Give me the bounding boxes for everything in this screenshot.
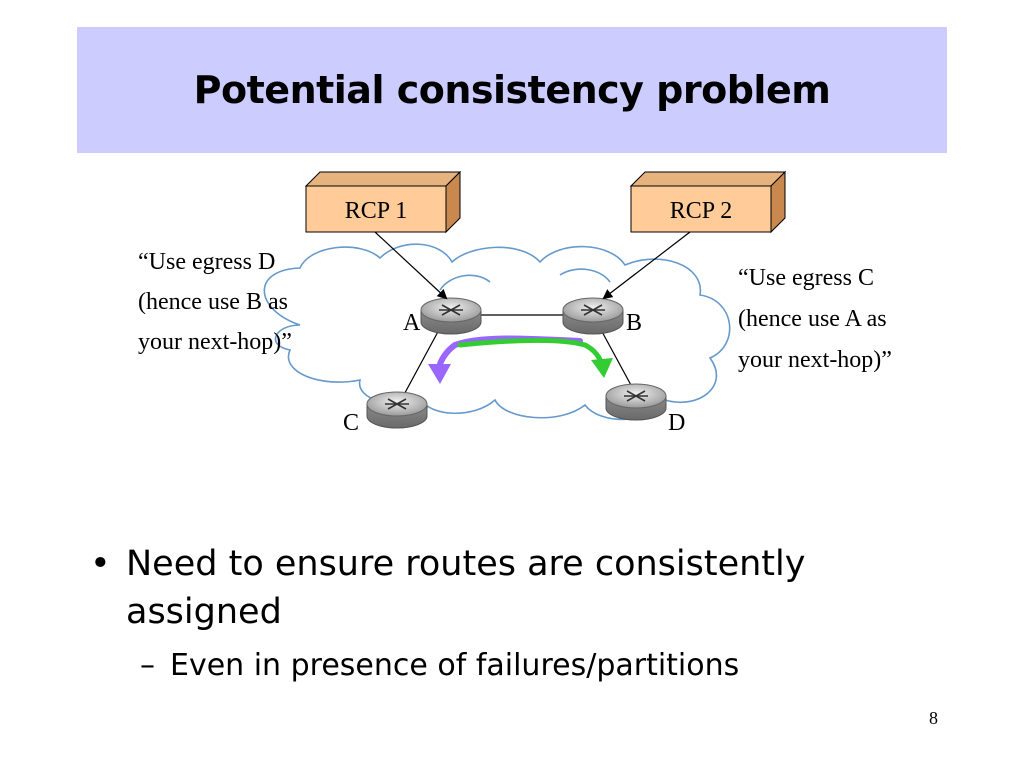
sub-bullet-item: – Even in presence of failures/partition… <box>140 646 950 686</box>
router-c-label: C <box>343 410 359 436</box>
sub-bullet-marker: – <box>140 648 155 683</box>
router-a-icon <box>420 297 482 335</box>
right-message: “Use egress C (hence use A as your next-… <box>738 265 892 373</box>
rcp1-label: RCP 1 <box>345 198 407 224</box>
router-b-label: B <box>626 310 642 336</box>
rcp1-to-a-arrow <box>374 231 448 300</box>
right-message-line-3: your next-hop)” <box>738 347 892 373</box>
router-d-label: D <box>668 410 685 436</box>
bullet-list: • Need to ensure routes are consistently… <box>90 540 950 686</box>
left-message-line-3: your next-hop)” <box>138 329 292 355</box>
right-message-line-1: “Use egress C <box>738 265 874 291</box>
left-message: “Use egress D (hence use B as your next-… <box>138 249 292 355</box>
rcp1-box: RCP 1 <box>304 170 462 234</box>
bullet-text: Need to ensure routes are consistently a… <box>126 544 806 632</box>
rcp2-to-b-arrow <box>602 231 691 300</box>
left-message-line-2: (hence use B as <box>138 289 288 315</box>
green-route-arrow <box>457 338 613 378</box>
right-message-line-2: (hence use A as <box>738 306 887 332</box>
bullet-item: • Need to ensure routes are consistently… <box>90 540 950 636</box>
left-message-line-1: “Use egress D <box>138 249 275 275</box>
rcp2-box: RCP 2 <box>629 170 787 234</box>
rcp2-label: RCP 2 <box>670 198 732 224</box>
slide-title: Potential consistency problem <box>193 68 831 112</box>
router-b-icon <box>562 297 624 335</box>
router-d-icon <box>605 383 667 421</box>
router-c-icon <box>366 391 428 429</box>
bullet-marker: • <box>90 544 111 584</box>
link-a-c <box>399 327 441 403</box>
router-a-label: A <box>403 310 421 336</box>
page-number: 8 <box>929 708 938 728</box>
title-banner: Potential consistency problem <box>77 27 947 153</box>
sub-bullet-text: Even in presence of failures/partitions <box>170 648 740 683</box>
